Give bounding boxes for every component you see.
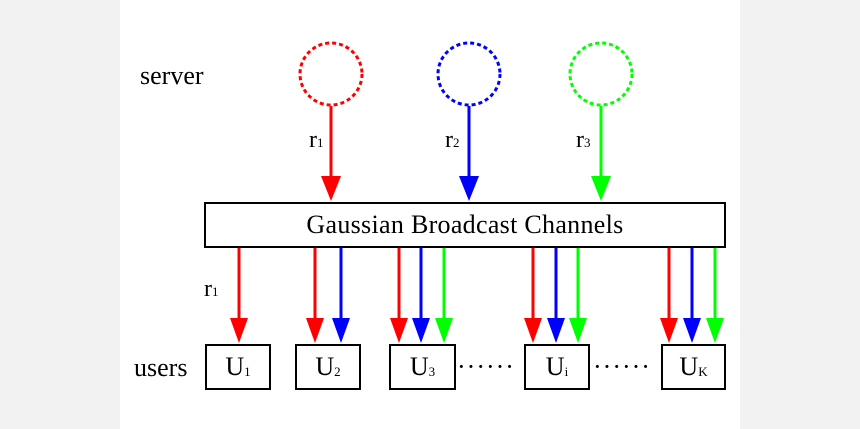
broadcast-channel-label: Gaussian Broadcast Channels bbox=[306, 210, 624, 239]
users-label: users bbox=[134, 353, 188, 382]
rate-label-server-1: r1 bbox=[309, 128, 324, 152]
rate-main: r bbox=[576, 127, 584, 153]
user-main: U bbox=[545, 352, 565, 381]
rate-sub: 2 bbox=[453, 135, 460, 150]
user-sub: i bbox=[564, 364, 569, 379]
user-sub: 1 bbox=[244, 364, 251, 379]
user-sub: K bbox=[698, 364, 708, 379]
rate-sub: 1 bbox=[317, 135, 324, 150]
rate-main: r bbox=[309, 127, 317, 153]
rate-main: r bbox=[445, 127, 453, 153]
server-label: server bbox=[140, 61, 204, 90]
user-main: U bbox=[225, 352, 245, 381]
user-sub: 2 bbox=[334, 364, 341, 379]
rate-main: r bbox=[204, 276, 212, 302]
rate-label-server-3: r3 bbox=[576, 128, 591, 152]
rate-label-server-2: r2 bbox=[445, 128, 460, 152]
rate-label-user-1: r1 bbox=[204, 277, 219, 301]
ellipsis-right: ······ bbox=[593, 352, 651, 381]
user-main: U bbox=[315, 352, 335, 381]
user-main: U bbox=[409, 352, 429, 381]
broadcast-channel-box: Gaussian Broadcast Channels bbox=[204, 202, 726, 248]
user-main: U bbox=[679, 352, 699, 381]
ellipsis-left: ······ bbox=[457, 352, 515, 381]
rate-sub: 3 bbox=[584, 135, 591, 150]
user-sub: 3 bbox=[428, 364, 436, 379]
rate-sub: 1 bbox=[212, 284, 219, 299]
